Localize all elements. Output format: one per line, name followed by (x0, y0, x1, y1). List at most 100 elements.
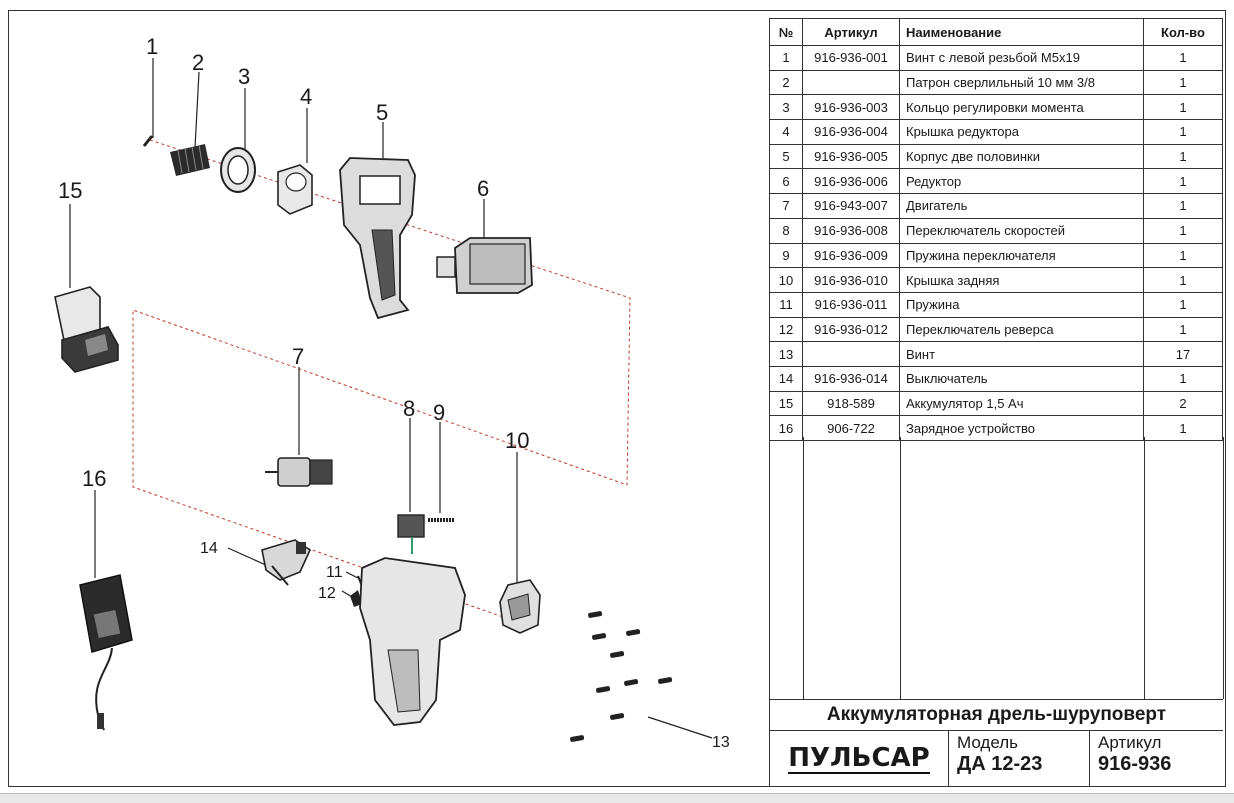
cell-article: 916-936-009 (802, 242, 900, 269)
cell-name: Кольцо регулировки момента (899, 94, 1144, 121)
header-quantity: Кол-во (1143, 18, 1223, 46)
cell-name: Пружина (899, 291, 1144, 318)
table-empty-area (769, 437, 1224, 699)
cell-name: Винт (899, 341, 1144, 367)
model-label: Модель (957, 733, 1019, 752)
part-housing-half (359, 557, 466, 726)
callout-7: 7 (292, 344, 304, 369)
part-speed-switch (397, 514, 425, 554)
callout-4: 4 (300, 84, 312, 109)
cell-name: Пружина переключателя (899, 242, 1144, 269)
header-article: Артикул (802, 18, 900, 46)
cell-quantity: 1 (1143, 242, 1223, 269)
header-name: Наименование (899, 18, 1144, 46)
table-header-row: № Артикул Наименование Кол-во (769, 18, 1223, 46)
callout-11: 11 (326, 564, 343, 581)
cell-article: 916-936-012 (802, 316, 900, 343)
model-cell: Модель ДА 12-23 (949, 731, 1090, 786)
cell-number: 11 (769, 291, 803, 318)
drawing-frame (8, 10, 1226, 787)
brand-logo: ПУЛЬСАР (770, 731, 949, 786)
cell-article: 916-936-006 (802, 168, 900, 195)
callout-12: 12 (318, 585, 336, 602)
cell-number: 16 (769, 415, 803, 441)
cell-number: 8 (769, 217, 803, 244)
part-screw-m5 (142, 135, 154, 147)
cell-name: Крышка редуктора (899, 119, 1144, 145)
title-block: Аккумуляторная дрель-шуруповерт ПУЛЬСАР … (769, 699, 1223, 786)
cell-number: 4 (769, 119, 803, 145)
cell-number: 6 (769, 168, 803, 195)
callout-14: 14 (200, 540, 218, 557)
article-value: 916-936 (1098, 753, 1172, 775)
part-charger (79, 574, 133, 731)
callout-numbers: 1 2 3 4 5 6 7 8 9 10 11 12 13 14 15 16 (58, 34, 730, 751)
cell-quantity: 1 (1143, 143, 1223, 170)
part-gearbox (436, 237, 533, 294)
part-motor (265, 457, 333, 487)
cell-quantity: 1 (1143, 316, 1223, 343)
callout-9: 9 (433, 400, 445, 425)
cell-article: 916-936-010 (802, 267, 900, 293)
cell-article: 916-936-005 (802, 143, 900, 170)
cell-number: 14 (769, 365, 803, 392)
cell-article: 916-936-003 (802, 94, 900, 121)
cell-quantity: 1 (1143, 365, 1223, 392)
callout-5: 5 (376, 100, 388, 125)
part-rear-cover (499, 579, 541, 634)
cell-quantity: 1 (1143, 119, 1223, 145)
cell-article: 916-936-008 (802, 217, 900, 244)
cell-quantity: 1 (1143, 217, 1223, 244)
callout-10: 10 (505, 428, 529, 453)
callout-15: 15 (58, 178, 82, 203)
cell-quantity: 17 (1143, 341, 1223, 367)
callout-16: 16 (82, 466, 106, 491)
cell-quantity: 1 (1143, 267, 1223, 293)
cell-name: Патрон сверлильный 10 мм 3/8 (899, 69, 1144, 96)
cell-quantity: 1 (1143, 45, 1223, 71)
part-switch (261, 539, 312, 586)
part-screws (570, 611, 673, 742)
cell-number: 13 (769, 341, 803, 367)
cell-number: 5 (769, 143, 803, 170)
cell-name: Аккумулятор 1,5 Ач (899, 390, 1144, 417)
cell-article: 906-722 (802, 415, 900, 441)
cell-article: 916-943-007 (802, 193, 900, 219)
part-chuck (170, 144, 210, 176)
cell-number: 3 (769, 94, 803, 121)
cell-quantity: 1 (1143, 291, 1223, 318)
cell-quantity: 1 (1143, 415, 1223, 441)
cell-article: 916-936-001 (802, 45, 900, 71)
part-battery (54, 286, 119, 373)
callout-2: 2 (192, 50, 204, 75)
cell-name: Винт с левой резьбой М5х19 (899, 45, 1144, 71)
cell-number: 10 (769, 267, 803, 293)
part-housing (339, 157, 416, 320)
cell-name: Корпус две половинки (899, 143, 1144, 170)
cell-number: 1 (769, 45, 803, 71)
cell-quantity: 2 (1143, 390, 1223, 417)
cell-name: Выключатель (899, 365, 1144, 392)
cell-number: 15 (769, 390, 803, 417)
cell-quantity: 1 (1143, 94, 1223, 121)
cell-quantity: 1 (1143, 168, 1223, 195)
bottom-strip (0, 793, 1234, 803)
cell-number: 9 (769, 242, 803, 269)
assembly-lines (132, 139, 631, 618)
cell-article: 916-936-014 (802, 365, 900, 392)
callout-3: 3 (238, 64, 250, 89)
cell-name: Зарядное устройство (899, 415, 1144, 441)
cell-name: Двигатель (899, 193, 1144, 219)
part-gearbox-cover (277, 164, 313, 215)
